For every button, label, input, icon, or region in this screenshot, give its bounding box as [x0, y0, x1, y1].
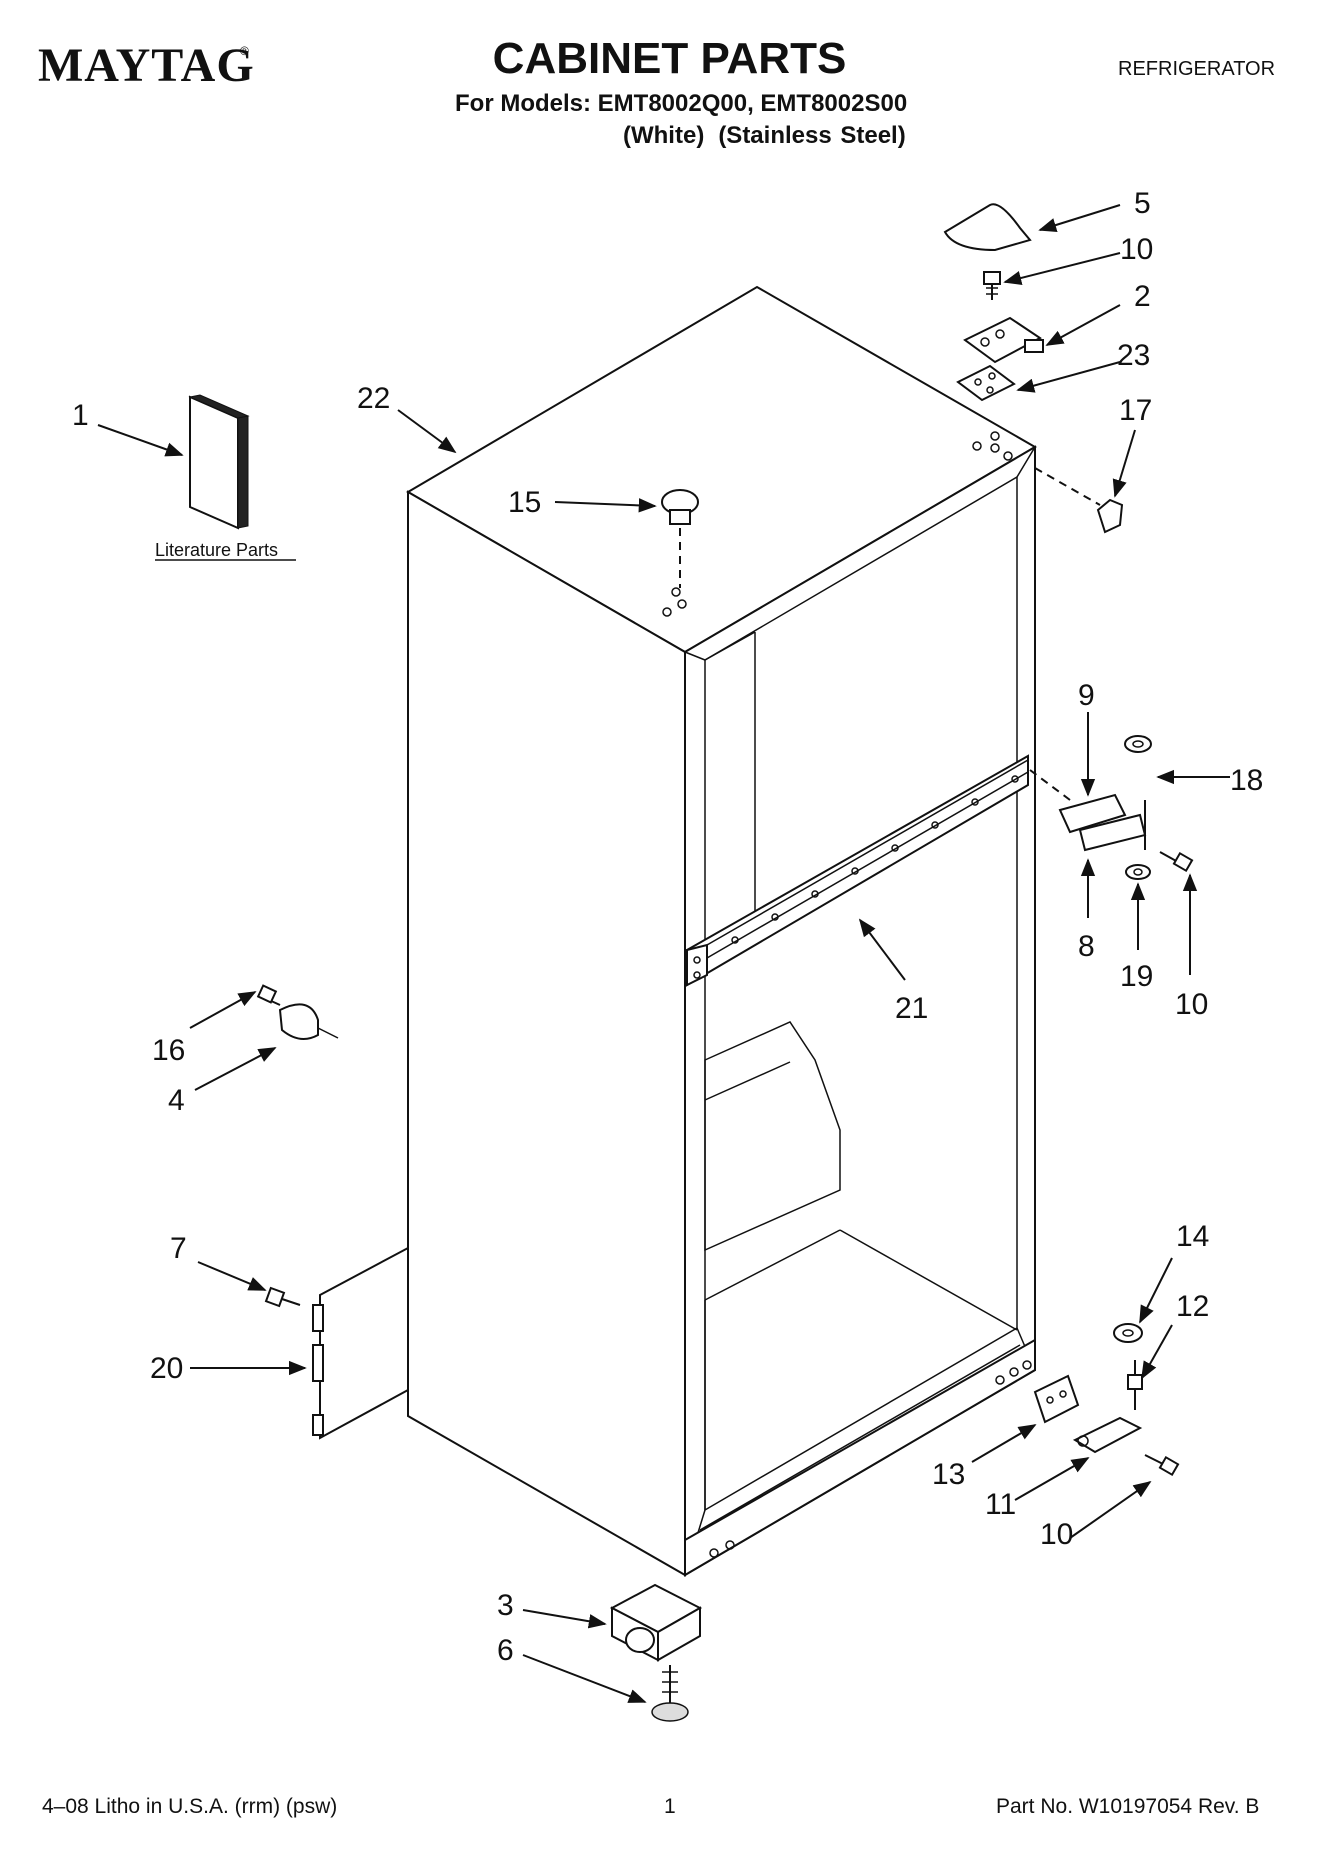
callout-10-bottom: 10	[1040, 1518, 1073, 1551]
model-variants: (White) (Stainless Steel)	[623, 122, 920, 150]
page-number: 1	[664, 1795, 676, 1818]
callout-18: 18	[1230, 764, 1263, 797]
callout-20: 20	[150, 1352, 183, 1385]
roller-assembly	[609, 1583, 703, 1662]
callout-21: 21	[895, 992, 928, 1025]
callout-11: 11	[985, 1488, 1016, 1521]
hinge-shim	[956, 364, 1016, 402]
brand-logo: MAYTAG	[38, 39, 255, 92]
top-hinge	[963, 316, 1044, 364]
callout-10-center: 10	[1175, 988, 1208, 1021]
callout-23: 23	[1117, 339, 1150, 372]
center-hinge	[1058, 793, 1147, 852]
bottom-hinge-pin	[1127, 1360, 1143, 1410]
cabinet-shell	[406, 285, 1037, 1577]
cabinet-screw	[256, 984, 281, 1006]
upper-washer-hole	[1132, 740, 1144, 748]
appliance-type: REFRIGERATOR	[1118, 58, 1276, 80]
callout-3: 3	[497, 1589, 514, 1622]
top-hinge-screw	[983, 271, 1001, 300]
models-line: For Models: EMT8002Q00, EMT8002S00	[455, 90, 908, 117]
part-number: Part No. W10197054 Rev. B	[996, 1795, 1260, 1818]
callout-19: 19	[1120, 960, 1153, 993]
variant-stainless: (Stainless Steel)	[718, 122, 906, 149]
back-access-panel	[312, 1246, 409, 1440]
callout-13: 13	[932, 1458, 965, 1491]
callout-9: 9	[1078, 679, 1095, 712]
bottom-washer-hole	[1122, 1329, 1134, 1337]
hinge-cover	[943, 203, 1032, 252]
upper-washer	[1124, 735, 1152, 753]
bottom-washer	[1113, 1323, 1143, 1343]
callout-16: 16	[152, 1034, 185, 1067]
top-hole-plug	[661, 489, 699, 525]
callout-2: 2	[1134, 280, 1151, 313]
callout-7: 7	[170, 1232, 187, 1265]
lower-washer-hole	[1133, 868, 1143, 876]
callout-22: 22	[357, 382, 390, 415]
literature-parts-label: Literature Parts	[155, 540, 278, 560]
panel-screw	[264, 1286, 301, 1308]
plug-guide-line	[1034, 467, 1101, 506]
callout-12: 12	[1176, 1290, 1209, 1323]
callout-1: 1	[72, 399, 89, 432]
lower-washer	[1125, 864, 1151, 880]
registered-mark: ®	[240, 44, 249, 58]
callout-8: 8	[1078, 930, 1095, 963]
callout-6: 6	[497, 1634, 514, 1667]
print-info: 4–08 Litho in U.S.A. (rrm) (psw)	[42, 1795, 338, 1818]
bottom-hinge	[1072, 1416, 1143, 1454]
bottom-hinge-screw	[1144, 1454, 1180, 1477]
callout-15: 15	[508, 486, 541, 519]
tubing-clamp	[278, 1003, 339, 1040]
variant-white: (White)	[623, 122, 705, 149]
callout-4: 4	[168, 1084, 185, 1117]
callout-10-top: 10	[1120, 233, 1153, 266]
leveling-leg	[651, 1665, 689, 1722]
callout-numbers: 5 10 2 23 17 1 22 15 9 18 8 19 10 21 16 …	[72, 187, 1263, 1667]
bottom-hinge-shim	[1033, 1374, 1080, 1424]
callout-14: 14	[1176, 1220, 1209, 1253]
center-hinge-screw	[1159, 851, 1194, 873]
center-rail	[686, 754, 1029, 987]
callout-5: 5	[1134, 187, 1151, 220]
literature-booklet: Literature Parts	[155, 394, 296, 561]
leader-lines	[97, 204, 1230, 1703]
page-title: CABINET PARTS	[492, 34, 847, 83]
callout-17: 17	[1119, 394, 1152, 427]
hinge-hole-plug	[1096, 498, 1124, 534]
